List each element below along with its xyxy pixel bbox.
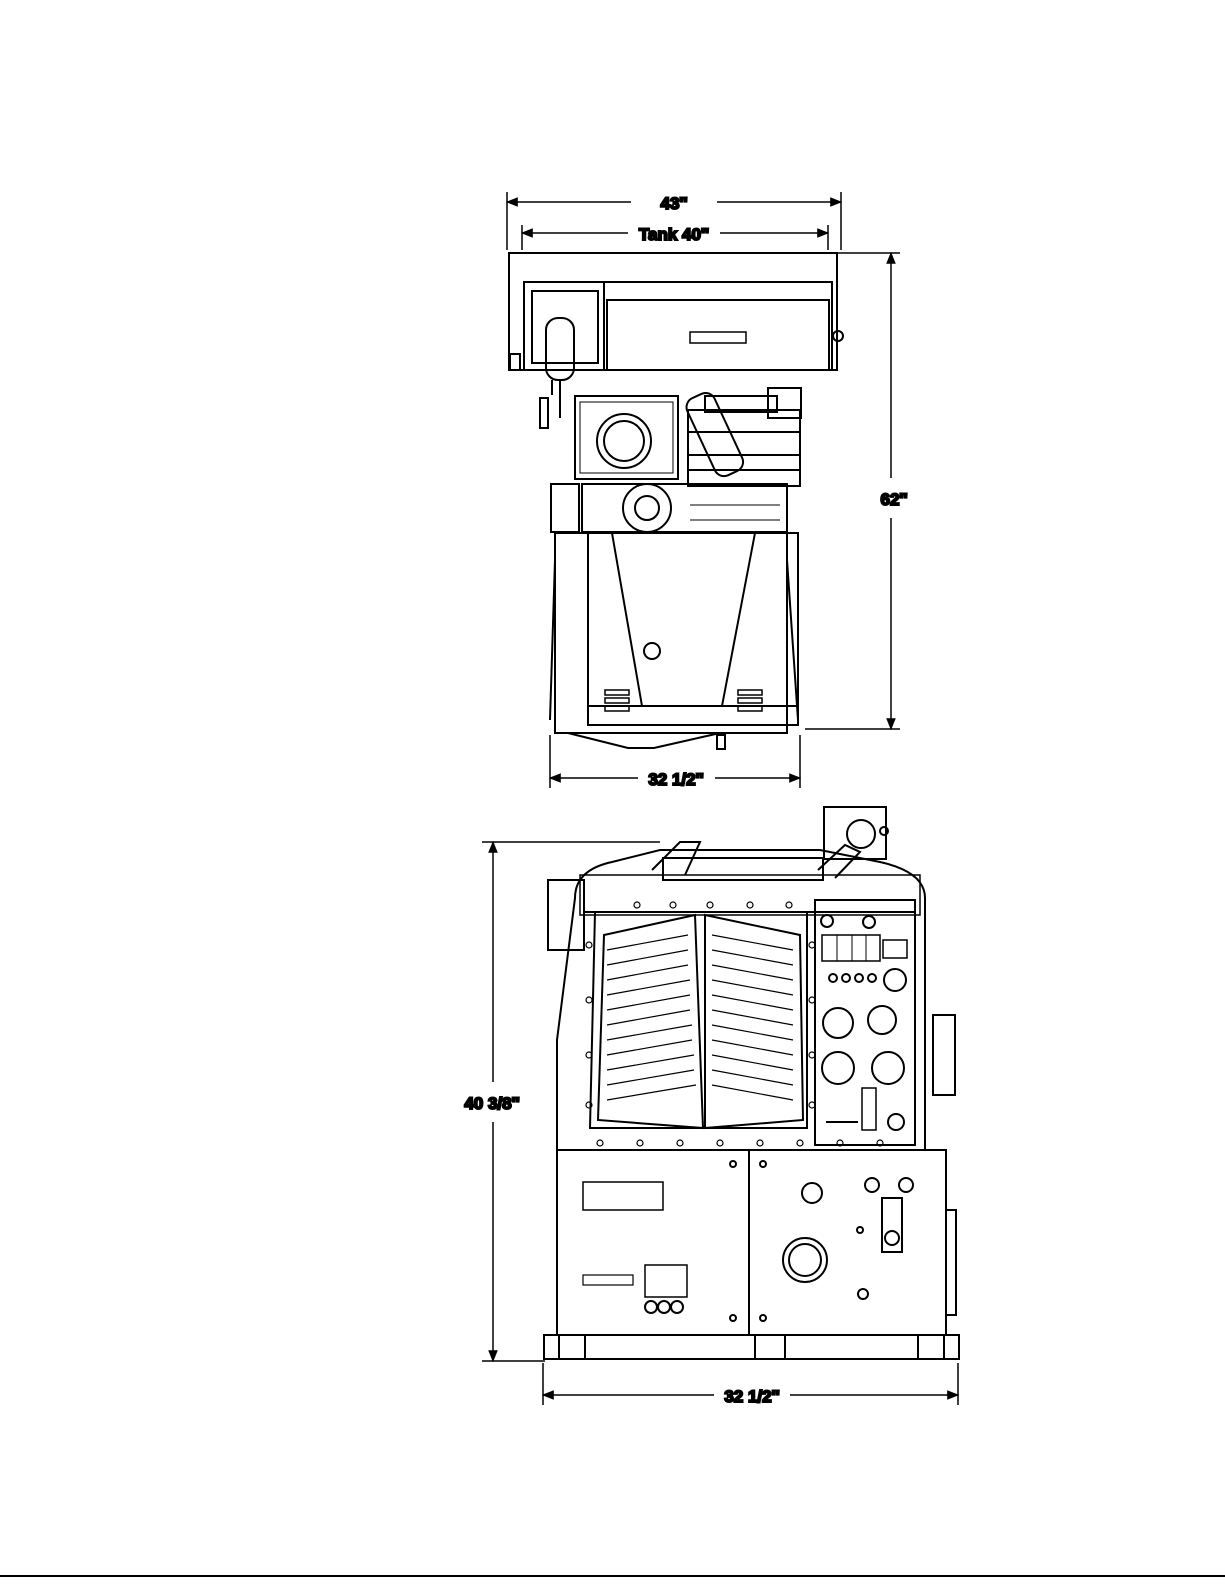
front-height-label: 40 3/8'': [464, 1094, 519, 1113]
front-base-width-label: 32 1/2'': [724, 1387, 779, 1406]
page-bottom-rule: [0, 1575, 1225, 1577]
fill-nozzle: [540, 318, 574, 428]
front-view: 40 3/8'': [464, 807, 959, 1406]
top-base-width-label: 32 1/2'': [648, 770, 703, 789]
top-view: 43'' Tank 40'' 62'': [507, 192, 908, 789]
tank-width-label: Tank 40'': [639, 225, 709, 244]
overall-width-label: 43'': [661, 194, 688, 213]
engine-hood-top: [550, 533, 798, 749]
lower-cabinet: [557, 1150, 956, 1335]
solution-tank: [509, 253, 843, 370]
hood-upper: [548, 842, 955, 1150]
control-panel: [815, 900, 915, 1145]
engine-assembly: [551, 388, 801, 532]
overall-length-label: 62'': [881, 490, 908, 509]
base-skid: [544, 1335, 959, 1359]
hood-vent-panel: [590, 912, 807, 1128]
